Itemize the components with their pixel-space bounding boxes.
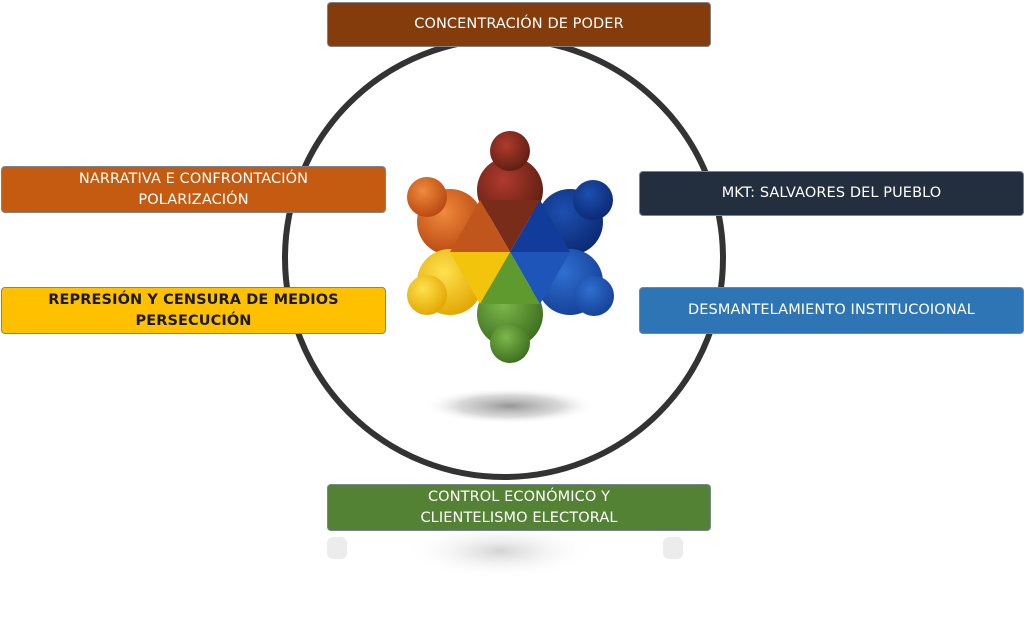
cycle-ring <box>282 36 726 480</box>
bottom-reflection-right <box>663 537 683 559</box>
label-line: NARRATIVA E CONFRONTACIÓN <box>78 170 309 187</box>
label-line: CONTROL ECONÓMICO Y <box>427 488 611 505</box>
six-color-pinwheel-icon <box>407 131 614 363</box>
label-line: POLARIZACIÓN <box>138 191 249 208</box>
label-line: REPRESIÓN Y CENSURA DE MEDIOS <box>48 291 339 308</box>
label-line: MKT: SALVAORES DEL PUEBLO <box>721 185 942 201</box>
bottom-reflection-left <box>327 537 347 559</box>
bottom-reflection <box>405 523 595 579</box>
label-line: CONCENTRACIÓN DE PODER <box>414 16 624 32</box>
label-control-economico: CONTROL ECONÓMICO Y CLIENTELISMO ELECTOR… <box>327 484 711 531</box>
label-concentracion-de-poder: CONCENTRACIÓN DE PODER <box>327 2 711 47</box>
label-desmantelamiento: DESMANTELAMIENTO INSTITUCOIONAL <box>639 287 1024 334</box>
label-mkt-salvaores: MKT: SALVAORES DEL PUEBLO <box>639 171 1024 216</box>
label-line: CLIENTELISMO ELECTORAL <box>420 509 618 526</box>
label-narrativa-polarizacion: NARRATIVA E CONFRONTACIÓN POLARIZACIÓN <box>1 166 386 213</box>
label-line: PERSECUCIÓN <box>135 312 252 329</box>
pinwheel-shadow <box>424 388 596 424</box>
label-line: DESMANTELAMIENTO INSTITUCOIONAL <box>688 302 975 318</box>
label-represion-persecucion: REPRESIÓN Y CENSURA DE MEDIOS PERSECUCIÓ… <box>1 287 386 334</box>
